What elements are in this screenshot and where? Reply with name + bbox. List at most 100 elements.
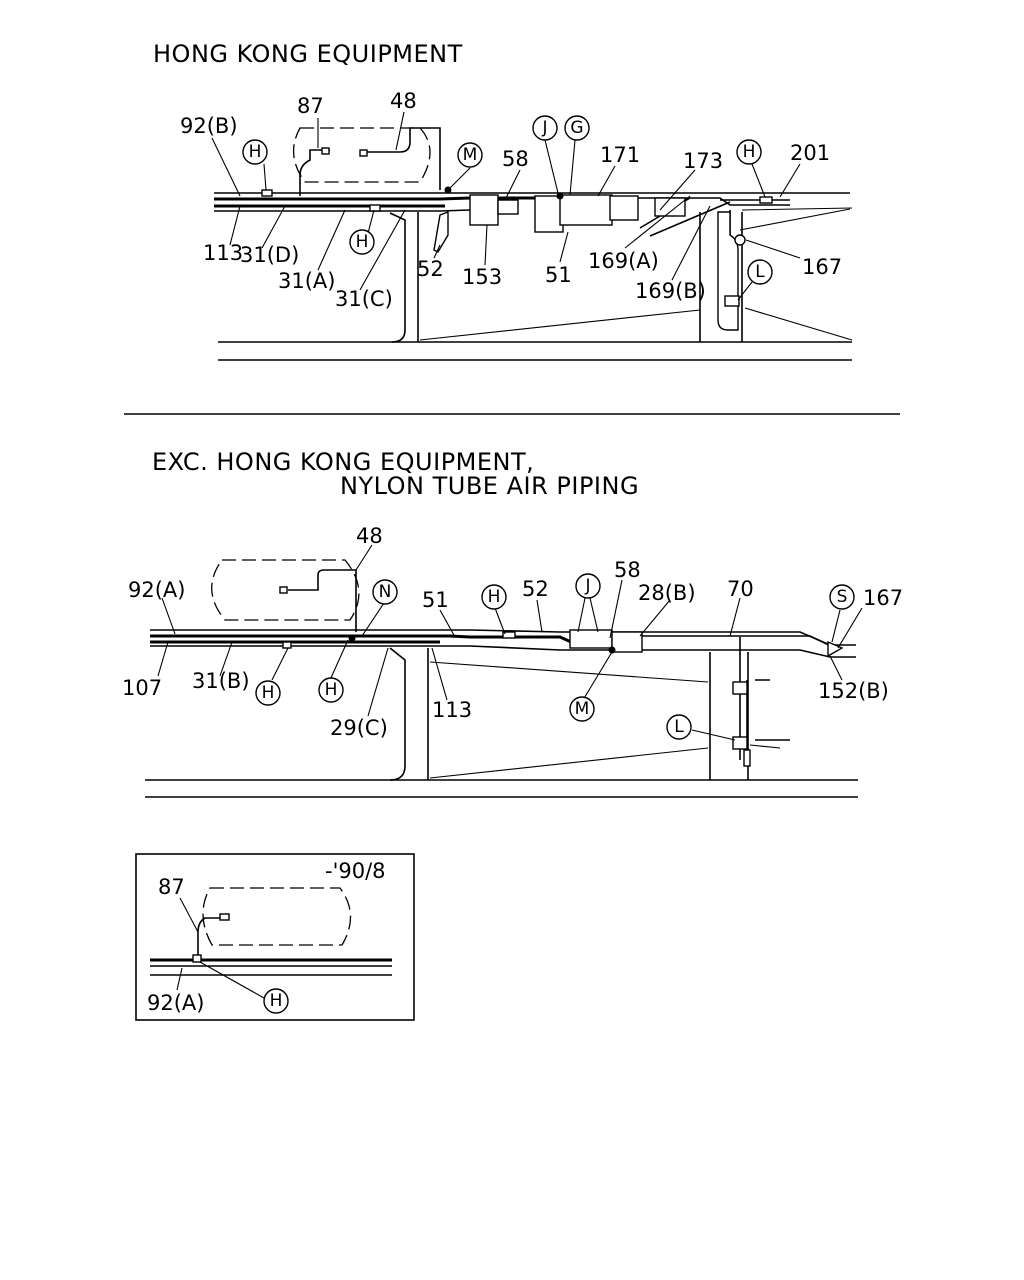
tank-fitting-48 — [359, 149, 368, 157]
marker-m: M — [463, 145, 478, 165]
callout-201: 201 — [790, 141, 830, 165]
callout-70: 70 — [727, 577, 754, 601]
callout-48: 48 — [390, 89, 417, 113]
frame-rail-top-lower — [214, 209, 471, 212]
frame-diagonal — [419, 207, 853, 341]
part-58-valve — [497, 199, 519, 215]
pipe-clip-h-3 — [282, 641, 292, 649]
part-169-block — [609, 195, 639, 221]
marker-h-3: H — [743, 142, 756, 162]
part-171-valve — [559, 194, 613, 226]
callout-152b: 152(B) — [818, 679, 889, 703]
pipe-run-right-2 — [620, 635, 836, 649]
part-j-valve-2 — [569, 629, 613, 649]
section-hong-kong: HONG KONG EQUIPMENT — [153, 40, 853, 361]
part-201-fitting — [759, 196, 773, 204]
callouts-bottom: 48 92(A) 51 52 58 28(B) 70 167 107 31(B)… — [122, 524, 903, 740]
callout-167b: 167 — [863, 586, 903, 610]
callout-173: 173 — [683, 149, 723, 173]
callout-167: 167 — [802, 255, 842, 279]
inset-tank-fitting — [219, 913, 230, 921]
callout-153: 153 — [462, 265, 502, 289]
inset-border — [135, 853, 415, 1021]
callout-31a: 31(A) — [278, 269, 335, 293]
callout-58b: 58 — [614, 558, 641, 582]
inset-clip — [192, 954, 202, 963]
pipe-clip-h1 — [261, 189, 273, 197]
fuel-tank-outline-2 — [211, 559, 360, 621]
tank-fitting-87 — [321, 147, 330, 155]
callout-29c: 29(C) — [330, 716, 388, 740]
section-title-line2: NYLON TUBE AIR PIPING — [340, 472, 639, 500]
marker-h-1: H — [249, 142, 262, 162]
joint-n — [348, 634, 356, 642]
marker-n: N — [379, 582, 392, 602]
pipe-branch-87 — [299, 149, 330, 196]
callout-51b: 51 — [422, 588, 449, 612]
callout-107: 107 — [122, 676, 162, 700]
callout-87: 87 — [297, 94, 324, 118]
callout-169b: 169(B) — [635, 279, 706, 303]
frame-post — [417, 212, 743, 342]
inset-marker-h: H — [270, 991, 283, 1011]
pipe-branch-48 — [365, 127, 441, 190]
section-exc-hong-kong: EXC. HONG KONG EQUIPMENT, NYLON TUBE AIR… — [122, 448, 903, 798]
pipe-branch-48b — [288, 569, 357, 632]
part-152b — [827, 640, 844, 658]
marker-l: L — [755, 262, 765, 282]
inset-callout-87: 87 — [158, 875, 185, 899]
frame-bottom-rails-2 — [145, 779, 858, 798]
marker-h-b3: H — [325, 680, 338, 700]
part-l-valve-2 — [732, 736, 748, 750]
part-52-bracket — [433, 210, 449, 253]
inset-marker-circle — [263, 988, 289, 1014]
frame-bottom-rail — [218, 341, 852, 361]
inset-callout-92a: 92(A) — [147, 991, 204, 1015]
marker-h-b2: H — [262, 683, 275, 703]
part-l-drain — [743, 749, 751, 767]
marker-j-b: J — [584, 576, 590, 596]
callout-171: 171 — [600, 143, 640, 167]
inset-rail-lower — [150, 965, 392, 976]
inset-leaders — [176, 897, 265, 999]
callout-113: 113 — [203, 241, 243, 265]
marker-j: J — [541, 118, 547, 138]
part-173-block — [654, 197, 686, 217]
pipe-clip-h2 — [369, 204, 381, 212]
callout-51: 51 — [545, 263, 572, 287]
frame-wedge — [739, 208, 851, 231]
pipe-main — [214, 196, 560, 201]
callout-169a: 169(A) — [588, 249, 659, 273]
callout-52: 52 — [417, 257, 444, 281]
callout-31b: 31(B) — [192, 669, 250, 693]
circled-markers-top: H H H L M J G — [242, 115, 773, 285]
joint-m-2 — [608, 646, 616, 654]
callout-52b: 52 — [522, 577, 549, 601]
joint-j-top — [556, 192, 564, 200]
marker-h-b1: H — [488, 587, 501, 607]
callout-92a: 92(A) — [128, 578, 185, 602]
marker-l-b: L — [674, 717, 684, 737]
frame-diagonals-2 — [429, 661, 781, 779]
callout-113b: 113 — [432, 698, 472, 722]
fuel-tank-outline — [293, 127, 431, 183]
marker-h-2: H — [356, 232, 369, 252]
callout-31d: 31(D) — [240, 243, 299, 267]
bracket-vertical-167 — [717, 211, 739, 331]
inset-box: -'90/8 H 87 92(A) — [135, 853, 415, 1021]
circled-markers-bottom: N H J S H H M L — [255, 573, 855, 740]
leader-lines-bottom — [157, 544, 863, 741]
callouts-top: 92(B) 87 48 58 171 173 201 113 31(D) 31(… — [180, 89, 842, 311]
part-l-valve — [724, 295, 740, 307]
callout-31c: 31(C) — [335, 287, 393, 311]
section-title-line1: EXC. HONG KONG EQUIPMENT, — [152, 448, 534, 476]
marker-m-b: M — [575, 699, 590, 719]
frame-rail-lower-2 — [150, 645, 856, 658]
inset-tank-outline — [202, 887, 352, 946]
part-valve-upper-2 — [732, 681, 748, 695]
part-153-valve — [469, 194, 499, 226]
tank-fitting-48b — [279, 586, 288, 594]
part-28b-valve — [611, 631, 643, 653]
pipe-clip-h-2 — [502, 631, 516, 639]
